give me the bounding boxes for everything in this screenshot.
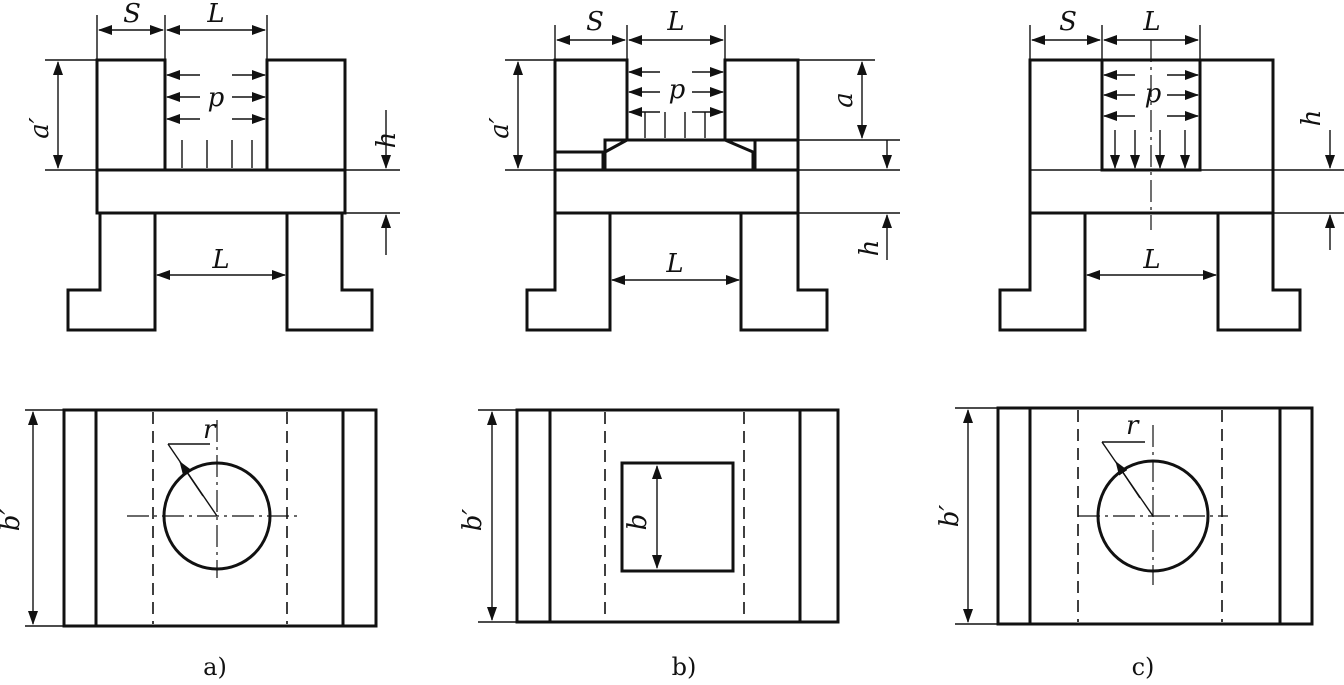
label-r: r: [203, 415, 217, 445]
figure-c-plan: r b′ c): [935, 406, 1314, 681]
label-L-lower: L: [211, 245, 229, 275]
pressure-arrows: [166, 70, 266, 124]
dim-r: [167, 443, 218, 517]
lower-right-leg: [285, 211, 374, 332]
label-S: S: [586, 7, 604, 37]
upper-left-block: [553, 58, 629, 154]
plan-outline: [62, 408, 378, 628]
label-p: p: [208, 83, 225, 113]
pressure-down-arrows: [1110, 130, 1190, 169]
lower-right-leg: [739, 211, 829, 332]
dim-a: [753, 59, 900, 141]
plan-outline: [996, 406, 1314, 626]
label-S: S: [123, 0, 141, 29]
label-p: p: [669, 75, 686, 105]
lower-left-leg: [66, 211, 157, 332]
label-r: r: [1126, 411, 1140, 441]
label-h: h: [1297, 110, 1327, 127]
pressure-ticks: [644, 112, 706, 138]
label-a-prime: a′: [25, 117, 55, 139]
insert-plug: [603, 138, 755, 172]
pressure-arrows: [1103, 70, 1199, 121]
label-L-top: L: [206, 0, 224, 29]
dim-b-prime: [478, 409, 517, 623]
figure-a-section: p S L a′ h L: [25, 0, 402, 332]
figure-b-plan: b b′ b): [458, 408, 840, 681]
label-L-top: L: [666, 7, 684, 37]
middle-plate: [553, 168, 800, 215]
label-a: a: [829, 92, 859, 108]
figure-a-plan: r b′ a): [0, 408, 378, 681]
label-S: S: [1059, 7, 1077, 37]
dim-h: [1273, 130, 1344, 250]
upper-left-block: [95, 58, 167, 172]
dim-h: [345, 110, 400, 255]
dim-a-prime: [505, 59, 555, 171]
dims-top: [1029, 25, 1201, 60]
label-h: h: [372, 132, 402, 149]
dim-r: [1101, 441, 1154, 517]
label-h: h: [855, 240, 885, 257]
dim-b-prime: [955, 407, 998, 625]
caption-b: b): [672, 653, 697, 681]
pressure-ticks: [181, 140, 253, 168]
label-b-prime: b′: [0, 509, 26, 532]
dims-top: [554, 25, 726, 60]
label-L-top: L: [1142, 7, 1160, 37]
middle-plate: [95, 168, 347, 215]
lower-left-leg: [525, 211, 612, 332]
upper-right-block: [723, 58, 800, 142]
figure-c-section: p S L h L: [998, 7, 1344, 332]
label-a-prime: a′: [485, 117, 515, 139]
label-b-prime: b′: [935, 505, 965, 528]
caption-c: c): [1132, 653, 1155, 681]
figure-b-section: p S L a′ a h L: [485, 7, 900, 332]
label-b-prime: b′: [458, 509, 488, 532]
dim-a-prime: [45, 59, 97, 171]
dim-b-prime: [25, 409, 64, 627]
label-L-lower: L: [1142, 245, 1160, 275]
lower-left-leg: [998, 211, 1087, 332]
label-L-lower: L: [665, 249, 683, 279]
plan-outline: [515, 408, 840, 624]
label-p: p: [1145, 79, 1162, 109]
dim-h: [798, 140, 900, 260]
dims-top: [96, 15, 268, 60]
square-hole: [620, 461, 735, 573]
upper-right-block: [265, 58, 347, 172]
label-b: b: [623, 514, 653, 531]
caption-a: a): [203, 653, 227, 681]
pressure-arrows: [628, 67, 724, 117]
lower-right-leg: [1216, 211, 1302, 332]
